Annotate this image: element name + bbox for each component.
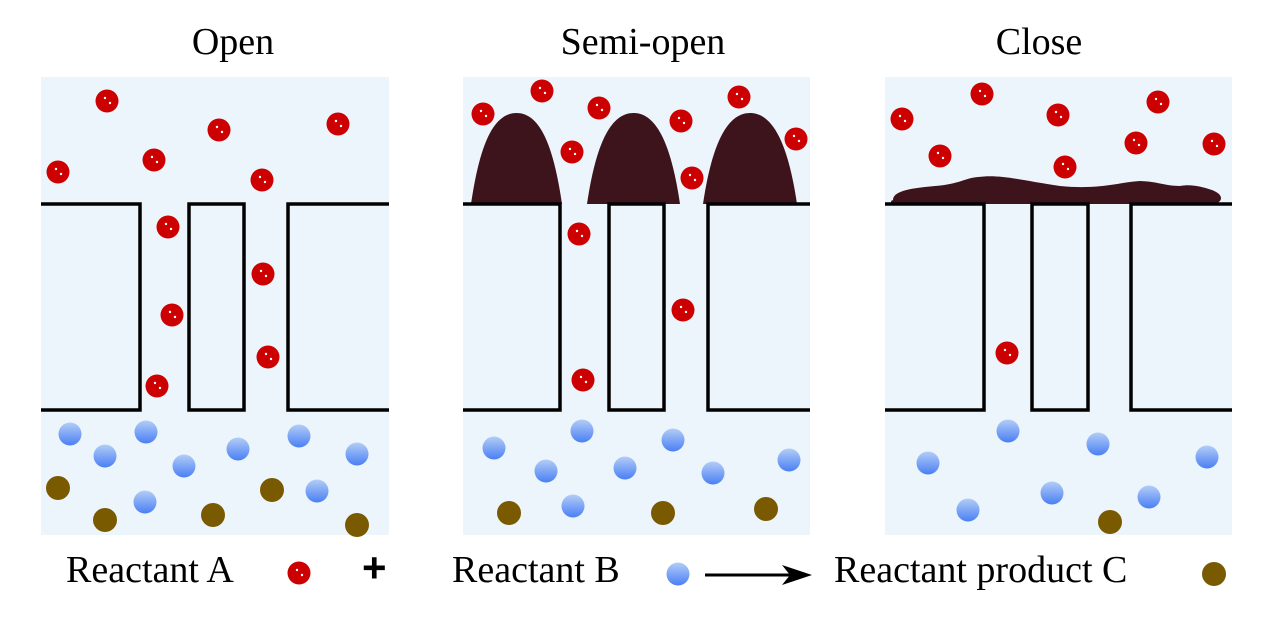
membrane-left-block bbox=[463, 202, 562, 412]
reactant-a-particle bbox=[251, 262, 275, 286]
reactant-b-particle bbox=[1040, 481, 1064, 505]
membrane-middle-block bbox=[1030, 202, 1090, 412]
product-c-particle bbox=[260, 478, 284, 502]
reactant-a-particle bbox=[970, 82, 994, 106]
reactant-b-particle bbox=[345, 442, 369, 466]
reactant-a-particle bbox=[995, 341, 1019, 365]
deposit-dome bbox=[703, 113, 797, 204]
reactant-b-particle bbox=[134, 420, 158, 444]
reactant-a-particle bbox=[46, 160, 70, 184]
reactant-a-particle bbox=[928, 144, 952, 168]
reactant-b-particle bbox=[226, 437, 250, 461]
reactant-a-particle bbox=[530, 79, 554, 103]
panel-title-semi-open: Semi-open bbox=[560, 21, 726, 63]
reactant-a-particle bbox=[160, 303, 184, 327]
panel-open bbox=[41, 77, 389, 537]
membrane-right-block bbox=[706, 202, 810, 412]
reactant-a-particle bbox=[587, 96, 611, 120]
reactant-a-particle bbox=[95, 89, 119, 113]
reactant-a-particle bbox=[1053, 155, 1077, 179]
reactant-a-particle bbox=[156, 215, 180, 239]
reactant-a-particle bbox=[471, 102, 495, 126]
reactant-a-particle bbox=[727, 85, 751, 109]
reactant-b-particle bbox=[58, 422, 82, 446]
reactant-b-particle bbox=[777, 448, 801, 472]
reactant-a-particle bbox=[560, 140, 584, 164]
product-c-particle bbox=[651, 501, 675, 525]
product-c-particle bbox=[46, 476, 70, 500]
deposit-film bbox=[890, 176, 1221, 204]
reactant-b-particle bbox=[661, 428, 685, 452]
deposit-dome bbox=[587, 113, 680, 204]
reactant-b-particle bbox=[570, 419, 594, 443]
membrane-right-block bbox=[286, 202, 389, 412]
legend bbox=[287, 561, 1226, 586]
membrane-middle-block bbox=[187, 202, 246, 412]
membrane-right-block bbox=[1129, 202, 1232, 412]
legend-reactant-a-icon bbox=[287, 561, 311, 585]
reactant-a-particle bbox=[784, 127, 808, 151]
legend-product-c-icon bbox=[1202, 562, 1226, 586]
reaction-arrow-head-icon bbox=[782, 565, 812, 585]
legend-reactant-b-label: Reactant B bbox=[452, 549, 620, 591]
reactant-b-particle bbox=[287, 424, 311, 448]
reactant-b-particle bbox=[916, 451, 940, 475]
product-c-particle bbox=[345, 513, 369, 537]
membrane-left-block bbox=[885, 202, 986, 412]
membrane-middle-block bbox=[607, 202, 666, 412]
reactant-a-particle bbox=[671, 298, 695, 322]
reactant-a-particle bbox=[1046, 103, 1070, 127]
panel-title-open: Open bbox=[191, 21, 275, 63]
reactant-b-particle bbox=[482, 436, 506, 460]
reactant-b-particle bbox=[534, 459, 558, 483]
legend-reactant-a-label: Reactant A bbox=[66, 549, 234, 591]
product-c-particle bbox=[1098, 510, 1122, 534]
reactant-b-particle bbox=[305, 479, 329, 503]
reactant-a-particle bbox=[567, 222, 591, 246]
legend-product-c-label: Reactant product C bbox=[834, 549, 1128, 591]
reactant-a-particle bbox=[571, 368, 595, 392]
reactant-a-particle bbox=[680, 166, 704, 190]
product-c-particle bbox=[497, 501, 521, 525]
reactant-a-particle bbox=[326, 112, 350, 136]
legend-plus-sign: + bbox=[362, 544, 387, 591]
reactant-b-particle bbox=[133, 490, 157, 514]
membrane-left-block bbox=[41, 202, 142, 412]
reactant-b-particle bbox=[93, 444, 117, 468]
reactant-a-particle bbox=[1124, 131, 1148, 155]
panel-title-close: Close bbox=[995, 21, 1083, 63]
reactant-b-particle bbox=[1086, 432, 1110, 456]
reactant-b-particle bbox=[172, 454, 196, 478]
reactant-a-particle bbox=[669, 109, 693, 133]
reactant-a-particle bbox=[256, 345, 280, 369]
reactant-b-particle bbox=[956, 498, 980, 522]
reactant-a-particle bbox=[145, 374, 169, 398]
panel-close bbox=[885, 77, 1232, 535]
reactant-a-particle bbox=[142, 148, 166, 172]
reactant-b-particle bbox=[1137, 485, 1161, 509]
product-c-particle bbox=[201, 503, 225, 527]
reactant-b-particle bbox=[561, 494, 585, 518]
panel-semi-open bbox=[463, 77, 810, 535]
reactant-a-particle bbox=[890, 107, 914, 131]
legend-reactant-b-icon bbox=[666, 562, 690, 586]
product-c-particle bbox=[93, 508, 117, 532]
reactant-b-particle bbox=[1195, 445, 1219, 469]
product-c-particle bbox=[754, 497, 778, 521]
panel-background bbox=[41, 77, 389, 535]
reactant-a-particle bbox=[250, 168, 274, 192]
reactant-b-particle bbox=[996, 419, 1020, 443]
reactant-b-particle bbox=[701, 461, 725, 485]
deposit-dome bbox=[471, 113, 562, 204]
reactant-b-particle bbox=[613, 456, 637, 480]
reactant-a-particle bbox=[1146, 90, 1170, 114]
reactant-a-particle bbox=[207, 118, 231, 142]
reactant-a-particle bbox=[1202, 132, 1226, 156]
